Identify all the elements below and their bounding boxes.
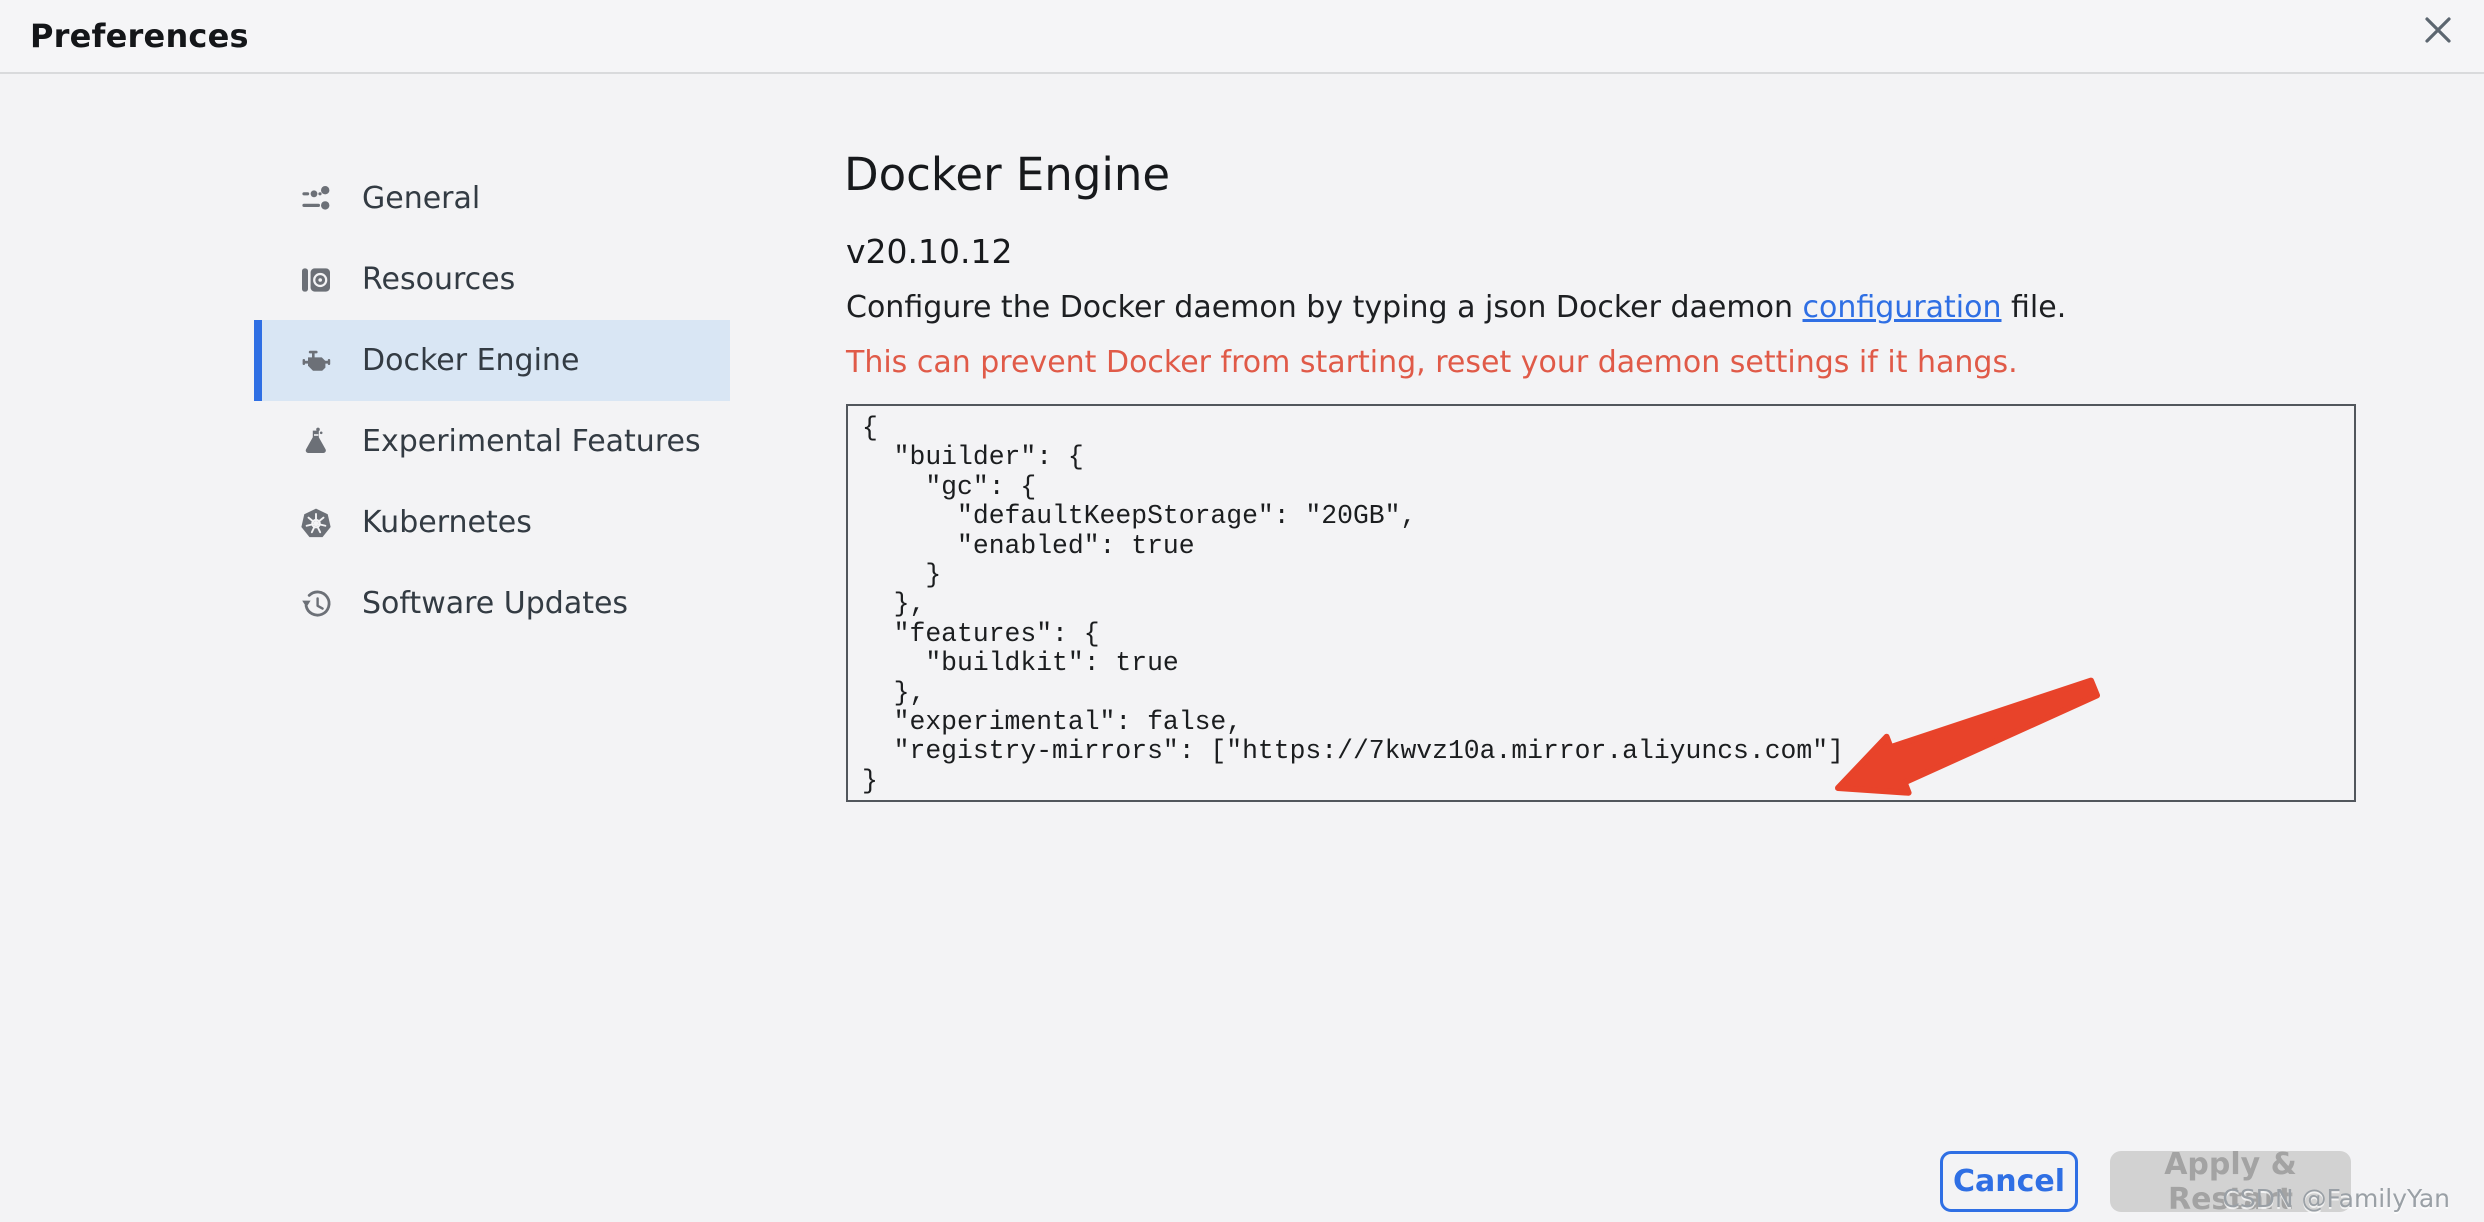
history-clock-icon (300, 588, 332, 620)
engine-version: v20.10.12 (846, 232, 1013, 271)
description-text: Configure the Docker daemon by typing a … (846, 290, 2066, 325)
sidebar-item-resources[interactable]: Resources (254, 239, 730, 320)
close-button[interactable] (2420, 12, 2456, 48)
titlebar: Preferences (0, 0, 2484, 74)
watermark: CSDN @FamilyYan (2222, 1184, 2450, 1213)
sliders-icon (300, 183, 332, 215)
description-suffix: file. (2001, 290, 2067, 325)
sidebar-item-label: Docker Engine (362, 343, 580, 378)
description-prefix: Configure the Docker daemon by typing a … (846, 290, 1803, 325)
section-title: Docker Engine (844, 148, 1171, 201)
resources-drive-icon (300, 264, 332, 296)
sidebar-item-label: Resources (362, 262, 516, 297)
sidebar-item-general[interactable]: General (254, 158, 730, 239)
page-title: Preferences (30, 17, 249, 55)
sidebar-item-label: Experimental Features (362, 424, 701, 459)
sidebar-item-label: Kubernetes (362, 505, 532, 540)
flask-icon (300, 426, 332, 458)
daemon-config-editor[interactable]: { "builder": { "gc": { "defaultKeepStora… (846, 404, 2356, 802)
sidebar-item-label: General (362, 181, 481, 216)
sidebar-item-kubernetes[interactable]: Kubernetes (254, 482, 730, 563)
engine-icon (300, 345, 332, 377)
cancel-button[interactable]: Cancel (1940, 1151, 2078, 1212)
sidebar-item-software-updates[interactable]: Software Updates (254, 563, 730, 644)
configuration-link[interactable]: configuration (1802, 290, 2002, 325)
close-icon (2425, 17, 2451, 43)
apply-restart-button[interactable]: Apply & Restart (2110, 1147, 2351, 1217)
sidebar-item-experimental-features[interactable]: Experimental Features (254, 401, 730, 482)
annotation-arrow-icon (1835, 677, 2100, 796)
sidebar-item-docker-engine[interactable]: Docker Engine (254, 320, 730, 401)
sidebar-item-label: Software Updates (362, 586, 629, 621)
warning-text: This can prevent Docker from starting, r… (846, 345, 2018, 380)
kubernetes-wheel-icon (300, 507, 332, 539)
sidebar: General Resources (254, 158, 730, 644)
